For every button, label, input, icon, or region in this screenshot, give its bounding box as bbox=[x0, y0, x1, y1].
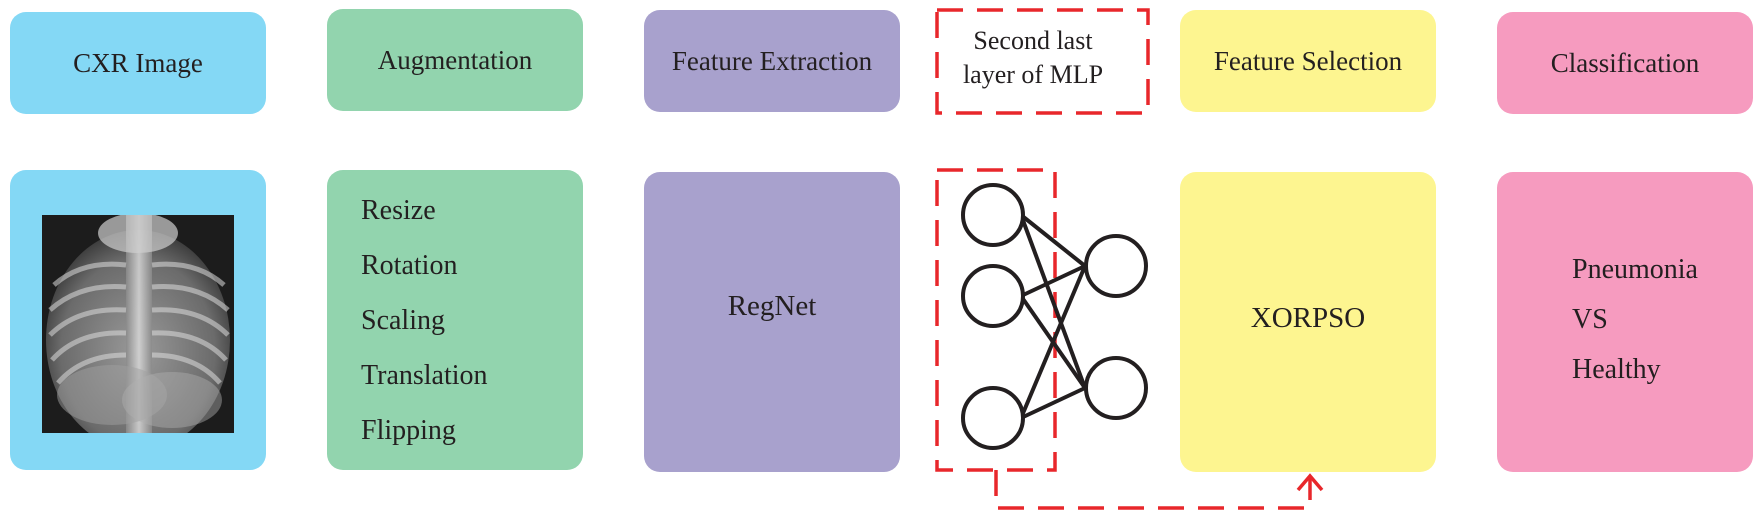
classification-header-box: Classification bbox=[1497, 12, 1753, 114]
augmentation-header-box: Augmentation bbox=[327, 9, 583, 111]
augmentation-item: Flipping bbox=[361, 415, 456, 446]
dashed-flow-arrow bbox=[994, 470, 1312, 510]
classification-list: Pneumonia VS Healthy bbox=[1572, 245, 1698, 395]
classification-content-box bbox=[1497, 172, 1753, 472]
augmentation-content-box bbox=[327, 170, 583, 470]
augmentation-list: Resize Rotation Scaling Translation Flip… bbox=[361, 183, 488, 458]
classification-item: Pneumonia bbox=[1572, 254, 1698, 285]
augmentation-item: Translation bbox=[361, 360, 488, 391]
mlp-input-node bbox=[961, 386, 1025, 450]
mlp-layer-dashed-box bbox=[935, 168, 1057, 472]
classification-item: Healthy bbox=[1572, 354, 1661, 385]
mlp-layer-label: Second last layer of MLP bbox=[938, 24, 1128, 92]
xorpso-label: XORPSO bbox=[1250, 301, 1366, 334]
feature-selection-content-box: XORPSO bbox=[1180, 172, 1436, 472]
feature-extraction-content-box: RegNet bbox=[644, 172, 900, 472]
mlp-input-node bbox=[961, 264, 1025, 328]
feature-selection-header-label: Feature Selection bbox=[1213, 45, 1403, 76]
feature-extraction-header-box: Feature Extraction bbox=[644, 10, 900, 112]
mlp-label-dashed-box bbox=[935, 8, 1150, 115]
augmentation-item: Rotation bbox=[361, 250, 458, 281]
augmentation-item: Resize bbox=[361, 195, 436, 226]
mlp-label-line2: layer of MLP bbox=[962, 60, 1104, 89]
augmentation-item: Scaling bbox=[361, 305, 445, 336]
mlp-output-node bbox=[1084, 234, 1148, 298]
chest-xray-image bbox=[42, 215, 234, 433]
classification-header-label: Classification bbox=[1550, 47, 1700, 78]
mlp-label-line1: Second last bbox=[973, 26, 1093, 55]
classification-item: VS bbox=[1572, 304, 1608, 335]
mlp-output-node bbox=[1084, 356, 1148, 420]
cxr-header-box: CXR Image bbox=[10, 12, 266, 114]
regnet-label: RegNet bbox=[727, 289, 817, 322]
mlp-input-node bbox=[961, 183, 1025, 247]
cxr-header-label: CXR Image bbox=[73, 47, 203, 78]
chest-xray-icon bbox=[42, 215, 234, 433]
mlp-network-diagram bbox=[961, 183, 1148, 450]
augmentation-header-label: Augmentation bbox=[377, 44, 533, 75]
feature-selection-header-box: Feature Selection bbox=[1180, 10, 1436, 112]
flow-arrowhead-icon bbox=[1296, 473, 1324, 492]
feature-extraction-header-label: Feature Extraction bbox=[671, 45, 873, 76]
